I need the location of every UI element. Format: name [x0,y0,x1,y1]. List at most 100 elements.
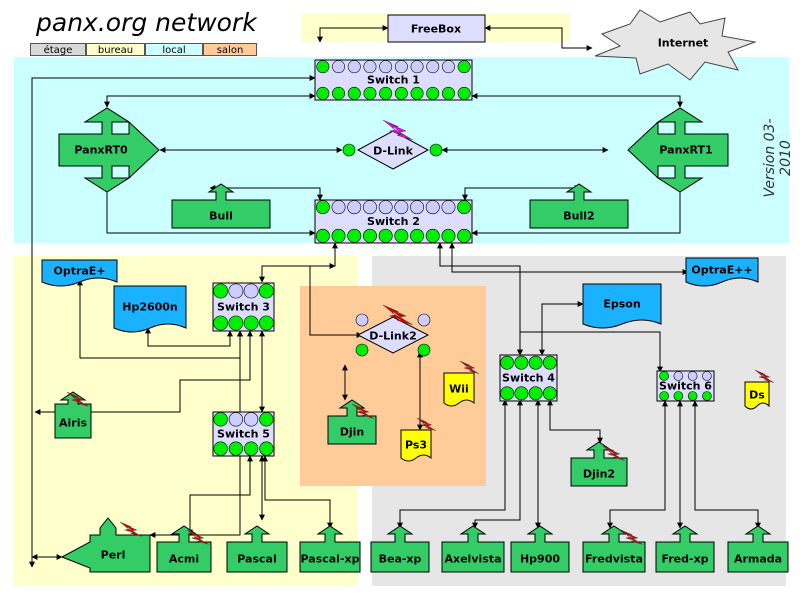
port [394,86,408,100]
axelvista: Axelvista [441,525,505,573]
port [425,200,440,215]
ds-shape [744,381,770,410]
armada: Armada [727,525,789,573]
pascal: Pascal [226,525,288,573]
djin2-shape [570,441,628,487]
link-2 [29,75,316,568]
link-24 [262,455,333,529]
switch-6: Switch 6 [656,370,715,402]
link-14 [449,242,689,275]
link-23 [187,455,253,536]
port [394,228,409,243]
link-4 [471,93,683,108]
optrae-plus-label: OptraE+ [53,265,105,278]
wii: Wii [443,360,480,407]
port [441,200,456,215]
panxrt1-shape [627,107,729,193]
djin-label: Djin [340,426,365,439]
legend-item-2: local [145,43,203,56]
port [331,200,346,215]
perl-shape [60,517,151,573]
port [316,86,330,100]
dlink2-label: D-Link2 [369,330,416,343]
perl: Perl [60,517,151,573]
port [417,343,431,357]
ps3-shape [400,429,432,462]
diagram-title: panx.org network [36,8,257,37]
link-8 [471,184,683,236]
djin2-label: Djin2 [583,468,615,481]
optrae-plus: OptraE+ [41,259,118,287]
port [347,86,361,100]
link-29 [472,399,523,529]
port [410,228,425,243]
port [332,86,346,100]
dlink2-diamond [356,316,430,354]
port [426,86,440,100]
port [355,343,369,357]
axelvista-label: Axelvista [444,553,501,566]
bea-xp: Bea-xp [370,525,430,573]
pascal-xp-shape [299,525,361,573]
port [363,60,377,74]
port [347,228,362,243]
optrae-pp-label: OptraE++ [691,264,752,277]
link-31 [547,399,603,444]
wifi-icon [66,391,89,407]
port [259,441,274,456]
link-9 [209,185,323,201]
wifi-icon [754,369,775,383]
optrae-pp: OptraE++ [685,257,759,287]
port [258,315,274,331]
port [426,60,440,74]
port [378,228,393,243]
optrae-pp-shape [685,257,759,287]
airis: Airis [54,391,92,439]
epson: Epson [582,283,662,329]
ps3: Ps3 [400,417,437,462]
panxrt0-shape [58,107,160,193]
switch-4-label: Switch 4 [502,372,555,385]
port [243,315,259,331]
fred-xp-shape [655,525,715,573]
bull: Bull [171,183,271,229]
port [315,200,330,215]
port [243,412,259,427]
port [394,60,408,74]
optrae-plus-shape [41,259,118,287]
internet-cloud [594,9,757,81]
version-label: Version 03-2010 [762,118,794,198]
port [542,386,557,401]
port [378,200,393,215]
bull2-label: Bull2 [563,210,594,223]
link-12 [309,263,363,338]
port [213,441,228,456]
dlink: D-Link [342,119,443,170]
port [332,60,346,74]
panxrt0: PanxRT0 [58,107,160,193]
hp900-label: Hp900 [520,553,560,566]
link-3 [104,93,316,108]
wifi-icon [186,529,209,545]
panxrt1-label: PanxRT1 [659,144,712,157]
wifi-icon [620,529,643,545]
port [379,86,393,100]
link-10 [462,185,581,201]
port [514,355,529,370]
port [673,371,684,381]
port [702,371,712,381]
port [228,315,244,331]
switch-3-label: Switch 3 [217,301,270,314]
switch-6-label: Switch 6 [659,380,712,393]
port [528,386,543,401]
port [347,60,361,74]
port [315,228,330,243]
perl-label: Perl [101,549,126,562]
dlink2: D-Link2 [355,304,431,357]
link-1 [484,25,593,51]
port [500,355,515,370]
pascal-shape [226,525,288,573]
port [331,228,346,243]
bull-shape [171,183,271,229]
pascal-label: Pascal [237,553,276,566]
